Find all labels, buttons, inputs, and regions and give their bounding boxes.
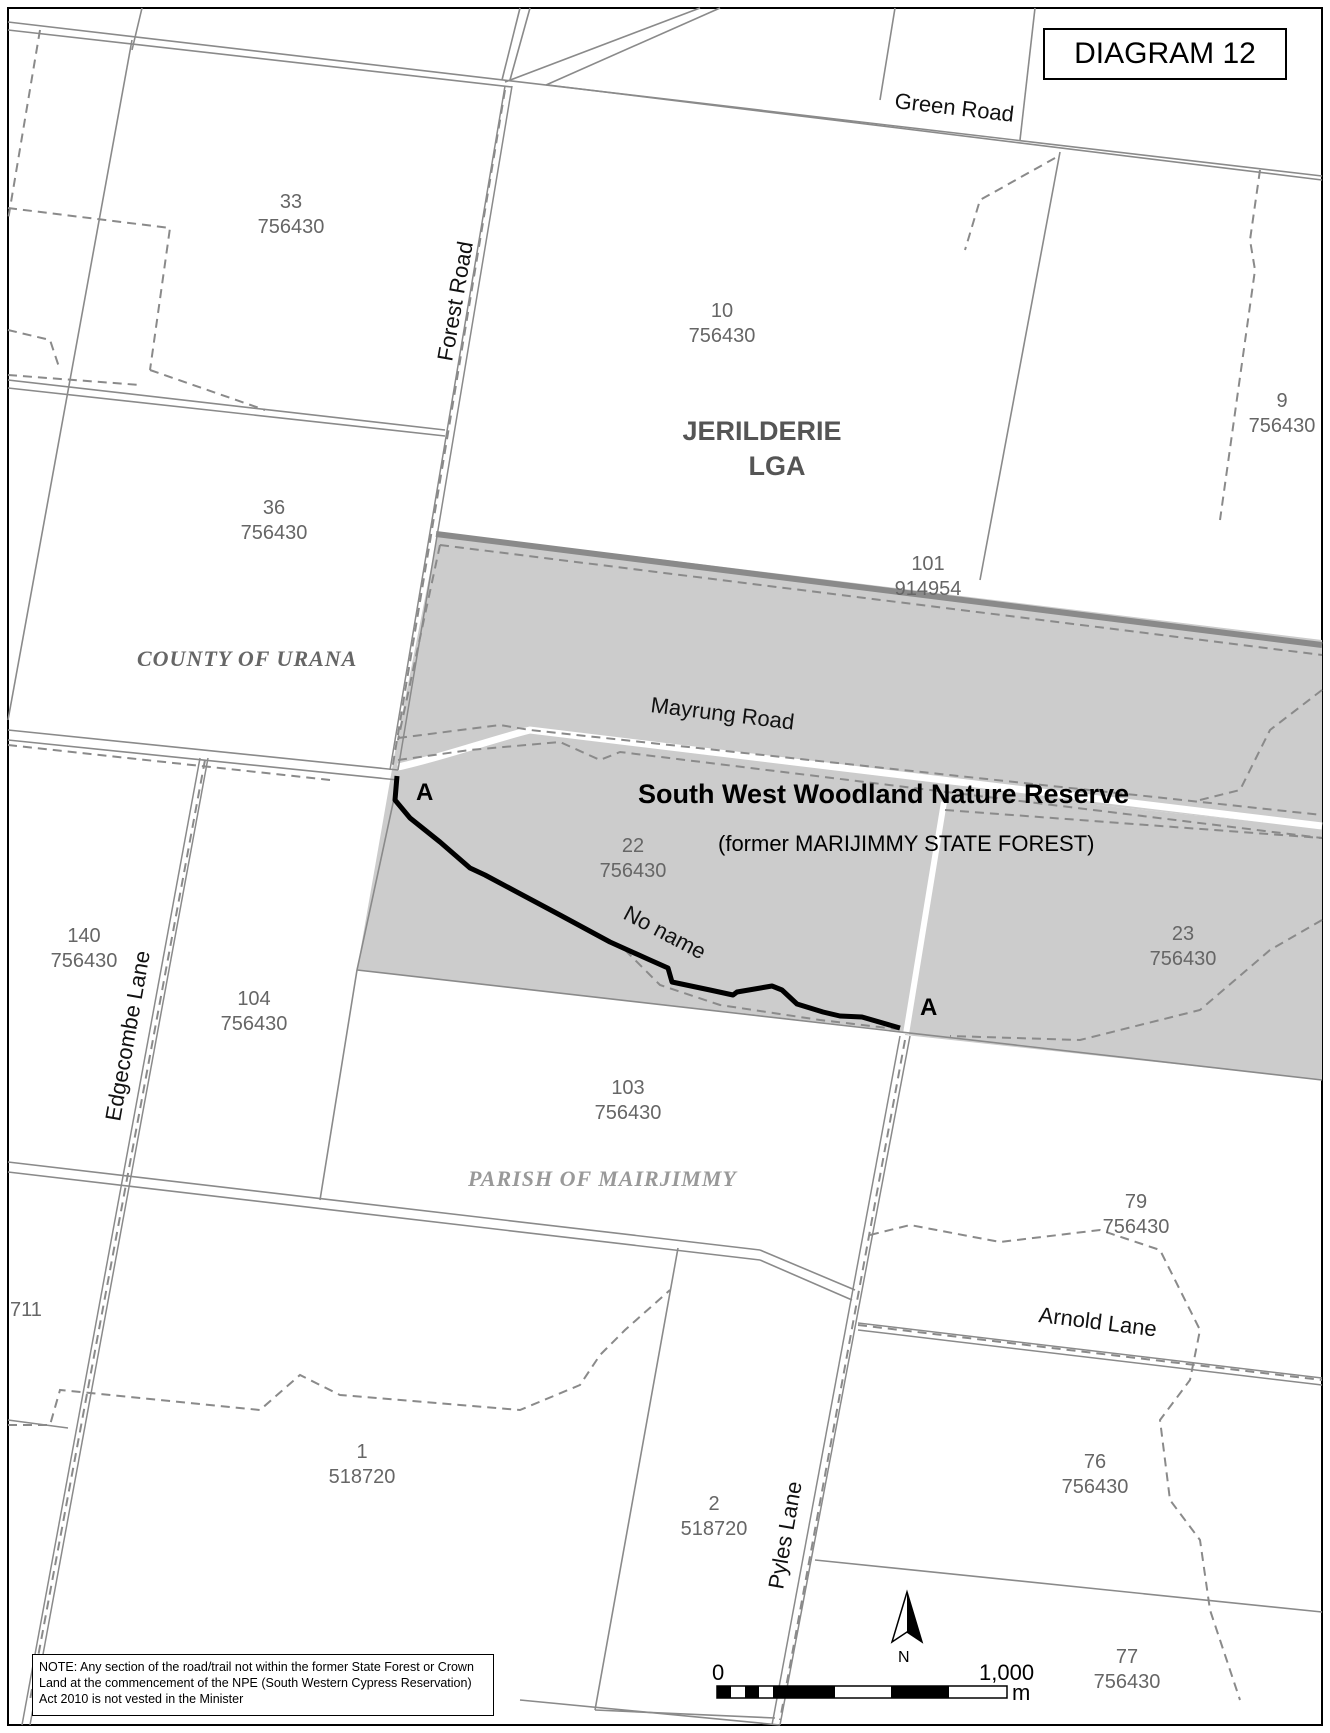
lot-dp: 756430 [1094,1671,1161,1693]
lot-dp: 756430 [221,1013,288,1035]
lot-dp: 756430 [689,325,756,347]
lot-dp: 756430 [1249,415,1316,437]
scale-end-label: 1,000 [979,1660,1034,1685]
lot-number: 103 [611,1077,644,1099]
lot-dp: 756430 [600,860,667,882]
lot-labels: 33 756430 10 756430 9 756430 36 756430 1… [10,191,1315,1693]
diagram-title: DIAGRAM 12 [1043,28,1287,80]
county-label: COUNTY OF URANA [137,646,357,671]
lot-number: 22 [622,835,644,857]
scale-unit-label: m [1012,1680,1030,1705]
north-arrow: N [890,1589,924,1666]
parish-label: PARISH OF MAIRJIMMY [467,1166,738,1191]
lot-number: 36 [263,497,285,519]
lot-number: 104 [237,988,270,1010]
lot-number: 140 [67,925,100,947]
trail-no-name [392,775,901,1031]
lot-dp: 756430 [1150,948,1217,970]
lot-dp: 756430 [258,216,325,238]
parcel-boundaries [7,7,1323,1726]
reserve-name: South West Woodland Nature Reserve [638,779,1129,809]
lot-number: 23 [1172,923,1194,945]
scale-bar: 0 1,000 m [712,1660,1034,1705]
lot-dp: 756430 [51,950,118,972]
lot-dp: 756430 [1062,1476,1129,1498]
lot-dp: 518720 [681,1518,748,1540]
lot-dp: 756430 [595,1102,662,1124]
north-label: N [898,1649,910,1666]
scale-start-label: 0 [712,1660,724,1685]
lot-number: 77 [1116,1646,1138,1668]
lga-label-line1: JERILDERIE [682,416,841,446]
lga-label-line2: LGA [749,451,806,481]
edge-lot-label: 711 [10,1299,42,1321]
note-box: NOTE: Any section of the road/trail not … [32,1654,494,1716]
lot-number: 33 [280,191,302,213]
lot-number: 79 [1125,1191,1147,1213]
lot-number: 9 [1276,390,1287,412]
dashed-boundaries [7,29,1323,1721]
lot-number: 1 [356,1441,367,1463]
lot-dp: 518720 [329,1466,396,1488]
reserve-area [357,531,1323,1080]
lot-dp: 756430 [1103,1216,1170,1238]
reserve-former-name: (former MARIJIMMY STATE FOREST) [718,831,1094,856]
lot-number: 76 [1084,1451,1106,1473]
lot-number: 10 [711,300,733,322]
trail-end-label-west: A [416,779,433,806]
lot-number: 101 [911,553,944,575]
lot-dp: 756430 [241,522,308,544]
lot-number: 2 [708,1493,719,1515]
lot-dp: 914954 [895,578,962,600]
trail-end-label-east: A [920,994,937,1021]
